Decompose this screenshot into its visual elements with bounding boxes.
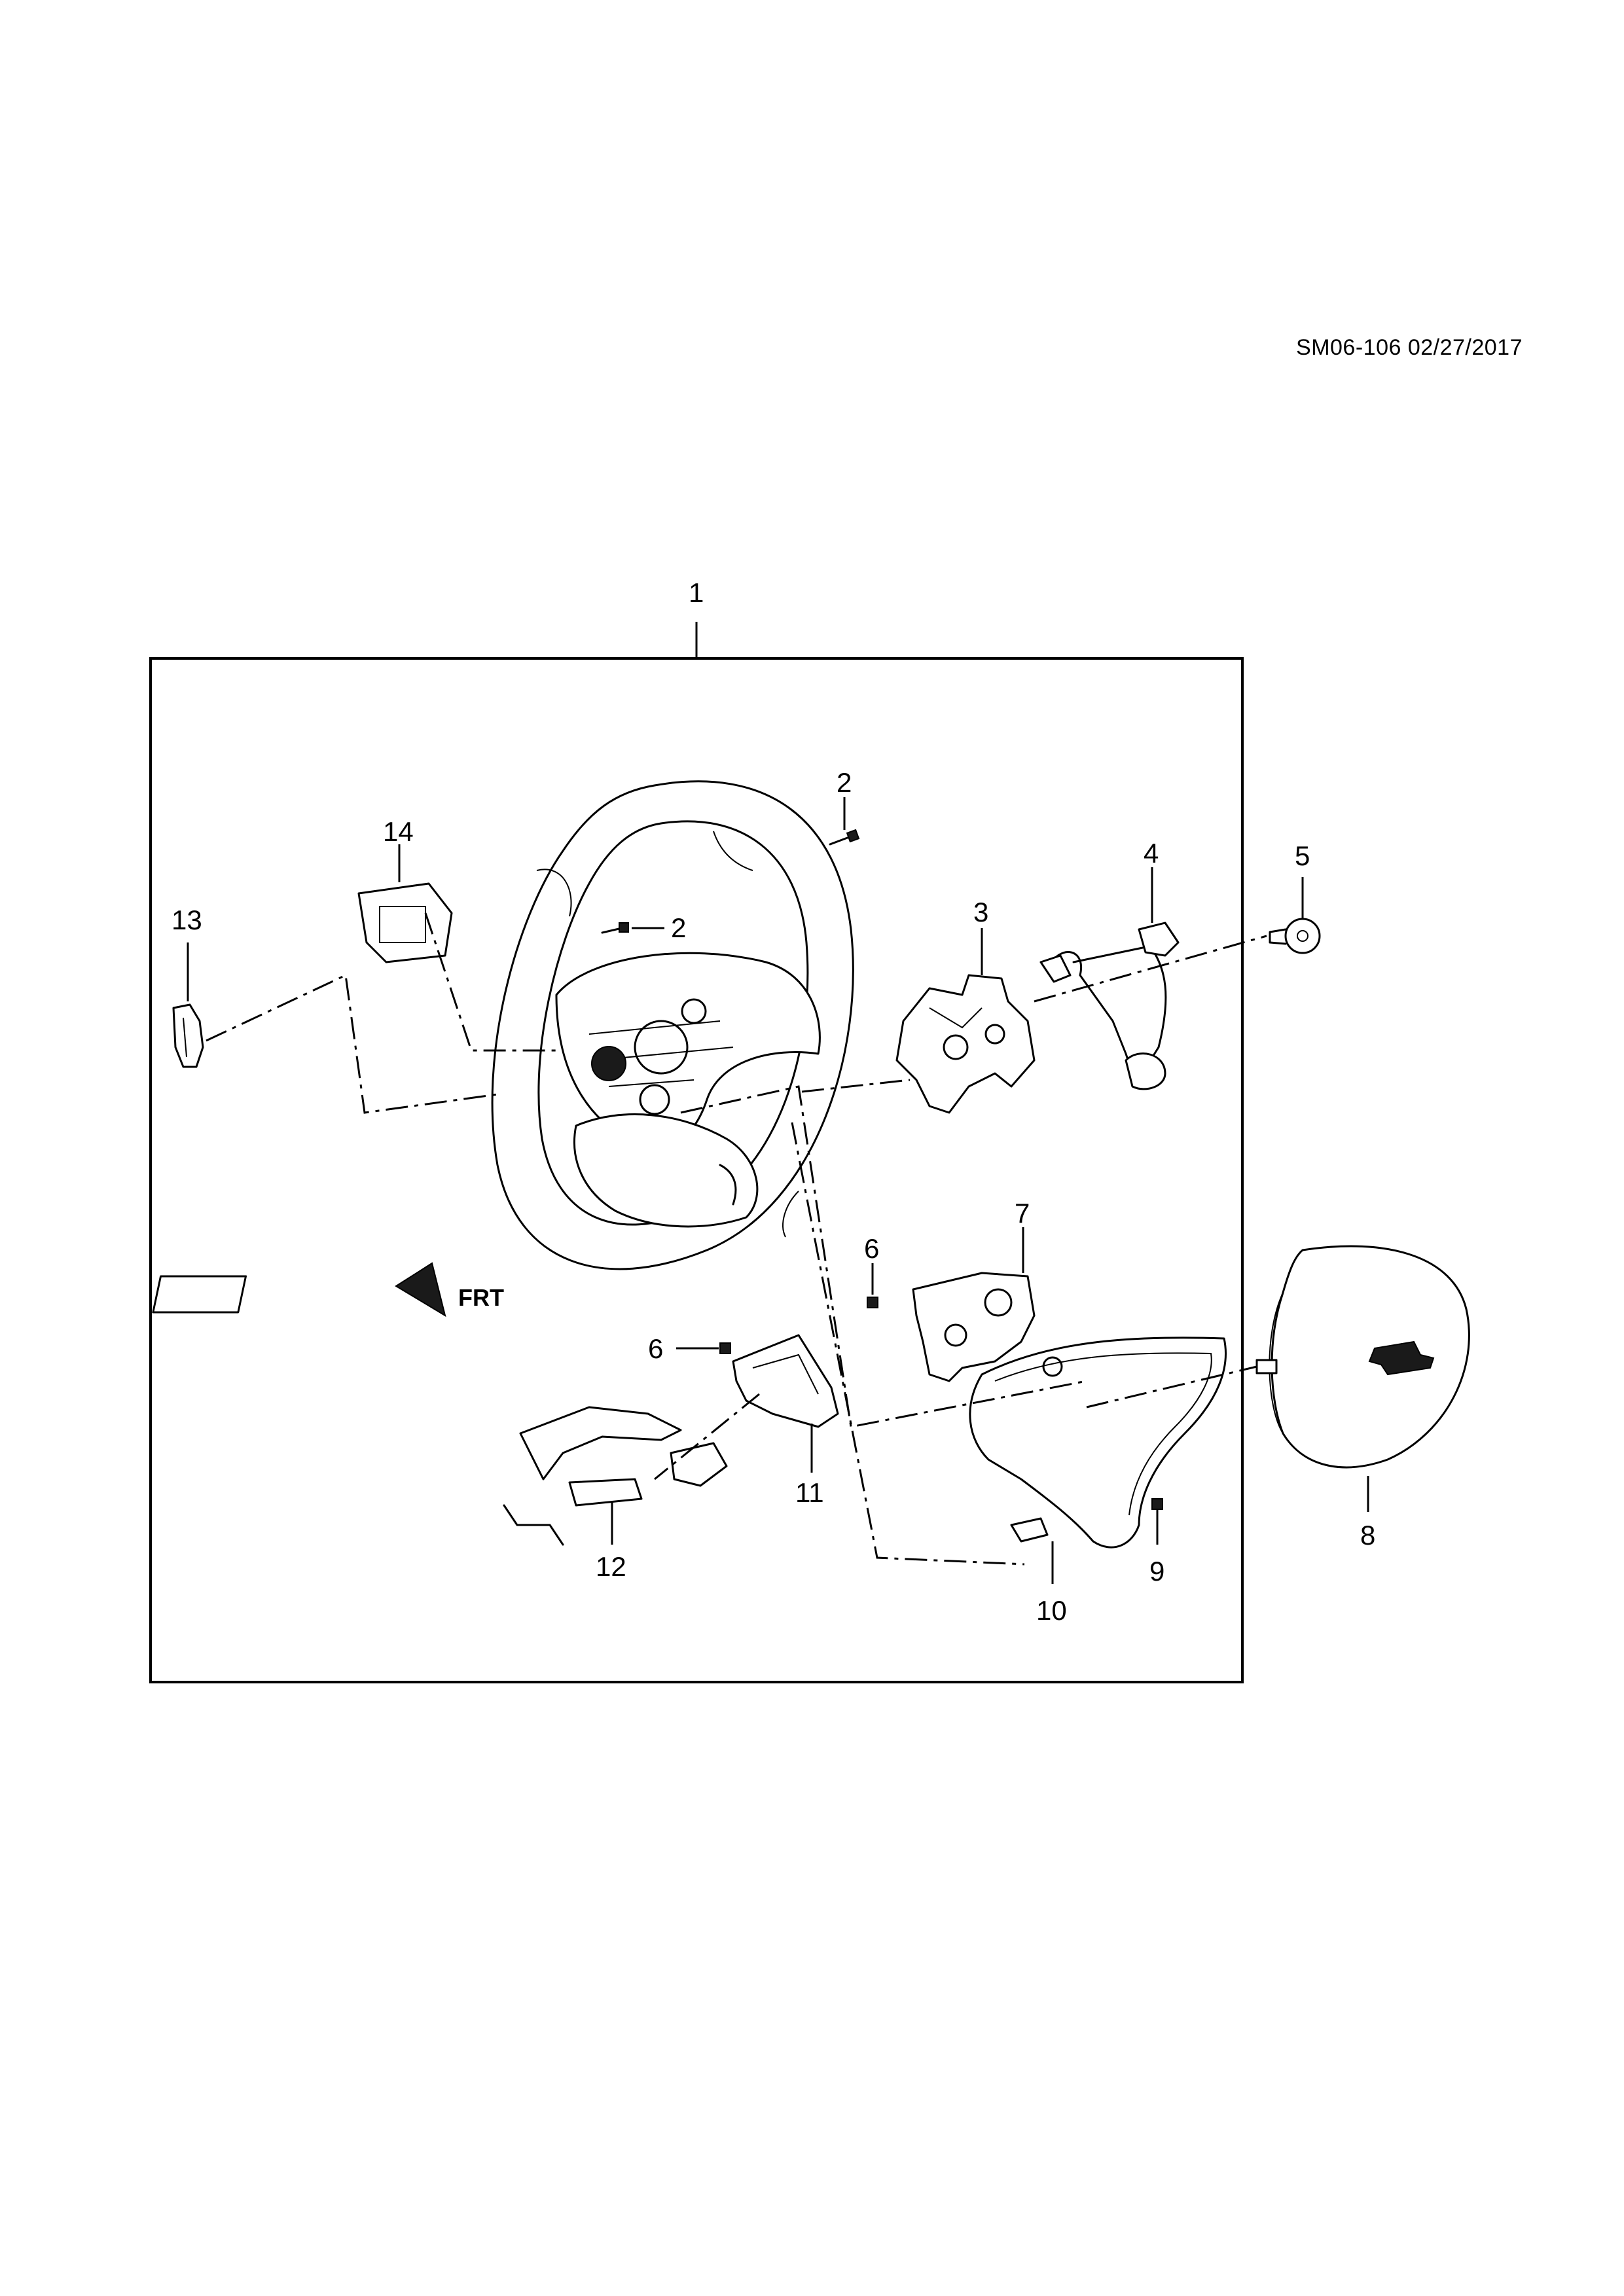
callout-6-lower: 6 <box>648 1333 663 1364</box>
screw-6-lower <box>676 1342 731 1354</box>
bolt-2-left <box>601 922 664 934</box>
callout-2-upper: 2 <box>837 767 852 798</box>
callout-11: 11 <box>795 1477 824 1508</box>
switch-right-7 <box>912 1227 1036 1382</box>
callout-3: 3 <box>973 897 988 927</box>
document-reference: SM06-106 02/27/2017 <box>1296 335 1523 360</box>
callout-13: 13 <box>171 905 202 935</box>
screw-6-upper <box>867 1263 878 1308</box>
callout-2-left: 2 <box>671 912 686 943</box>
callout-14: 14 <box>383 816 414 847</box>
steering-wheel <box>491 780 854 1270</box>
callout-5: 5 <box>1295 840 1310 871</box>
airbag-module-8 <box>1255 1245 1470 1512</box>
trim-cover-10 <box>969 1336 1227 1584</box>
switch-bracket-3 <box>895 928 1036 1114</box>
callout-9: 9 <box>1149 1556 1164 1587</box>
paddle-switch-13 <box>172 942 204 1068</box>
bezel-left-11 <box>732 1334 839 1473</box>
callout-7: 7 <box>1015 1198 1030 1229</box>
front-direction-icon: FRT <box>152 1262 504 1318</box>
alignment-lines <box>206 912 1267 1566</box>
fastener-5 <box>1269 877 1321 954</box>
callout-8: 8 <box>1360 1520 1375 1551</box>
callout-4: 4 <box>1144 838 1159 869</box>
switch-module-14 <box>357 844 453 963</box>
wiring-harness-4 <box>1039 867 1180 1090</box>
callout-6-upper: 6 <box>864 1233 879 1264</box>
front-indicator-label: FRT <box>458 1284 504 1311</box>
switch-harness-12 <box>503 1406 728 1546</box>
screw-9 <box>1151 1498 1163 1545</box>
callout-10: 10 <box>1036 1595 1067 1626</box>
callout-1: 1 <box>689 577 704 608</box>
bolt-2-upper <box>829 797 860 846</box>
callout-12: 12 <box>596 1551 626 1582</box>
